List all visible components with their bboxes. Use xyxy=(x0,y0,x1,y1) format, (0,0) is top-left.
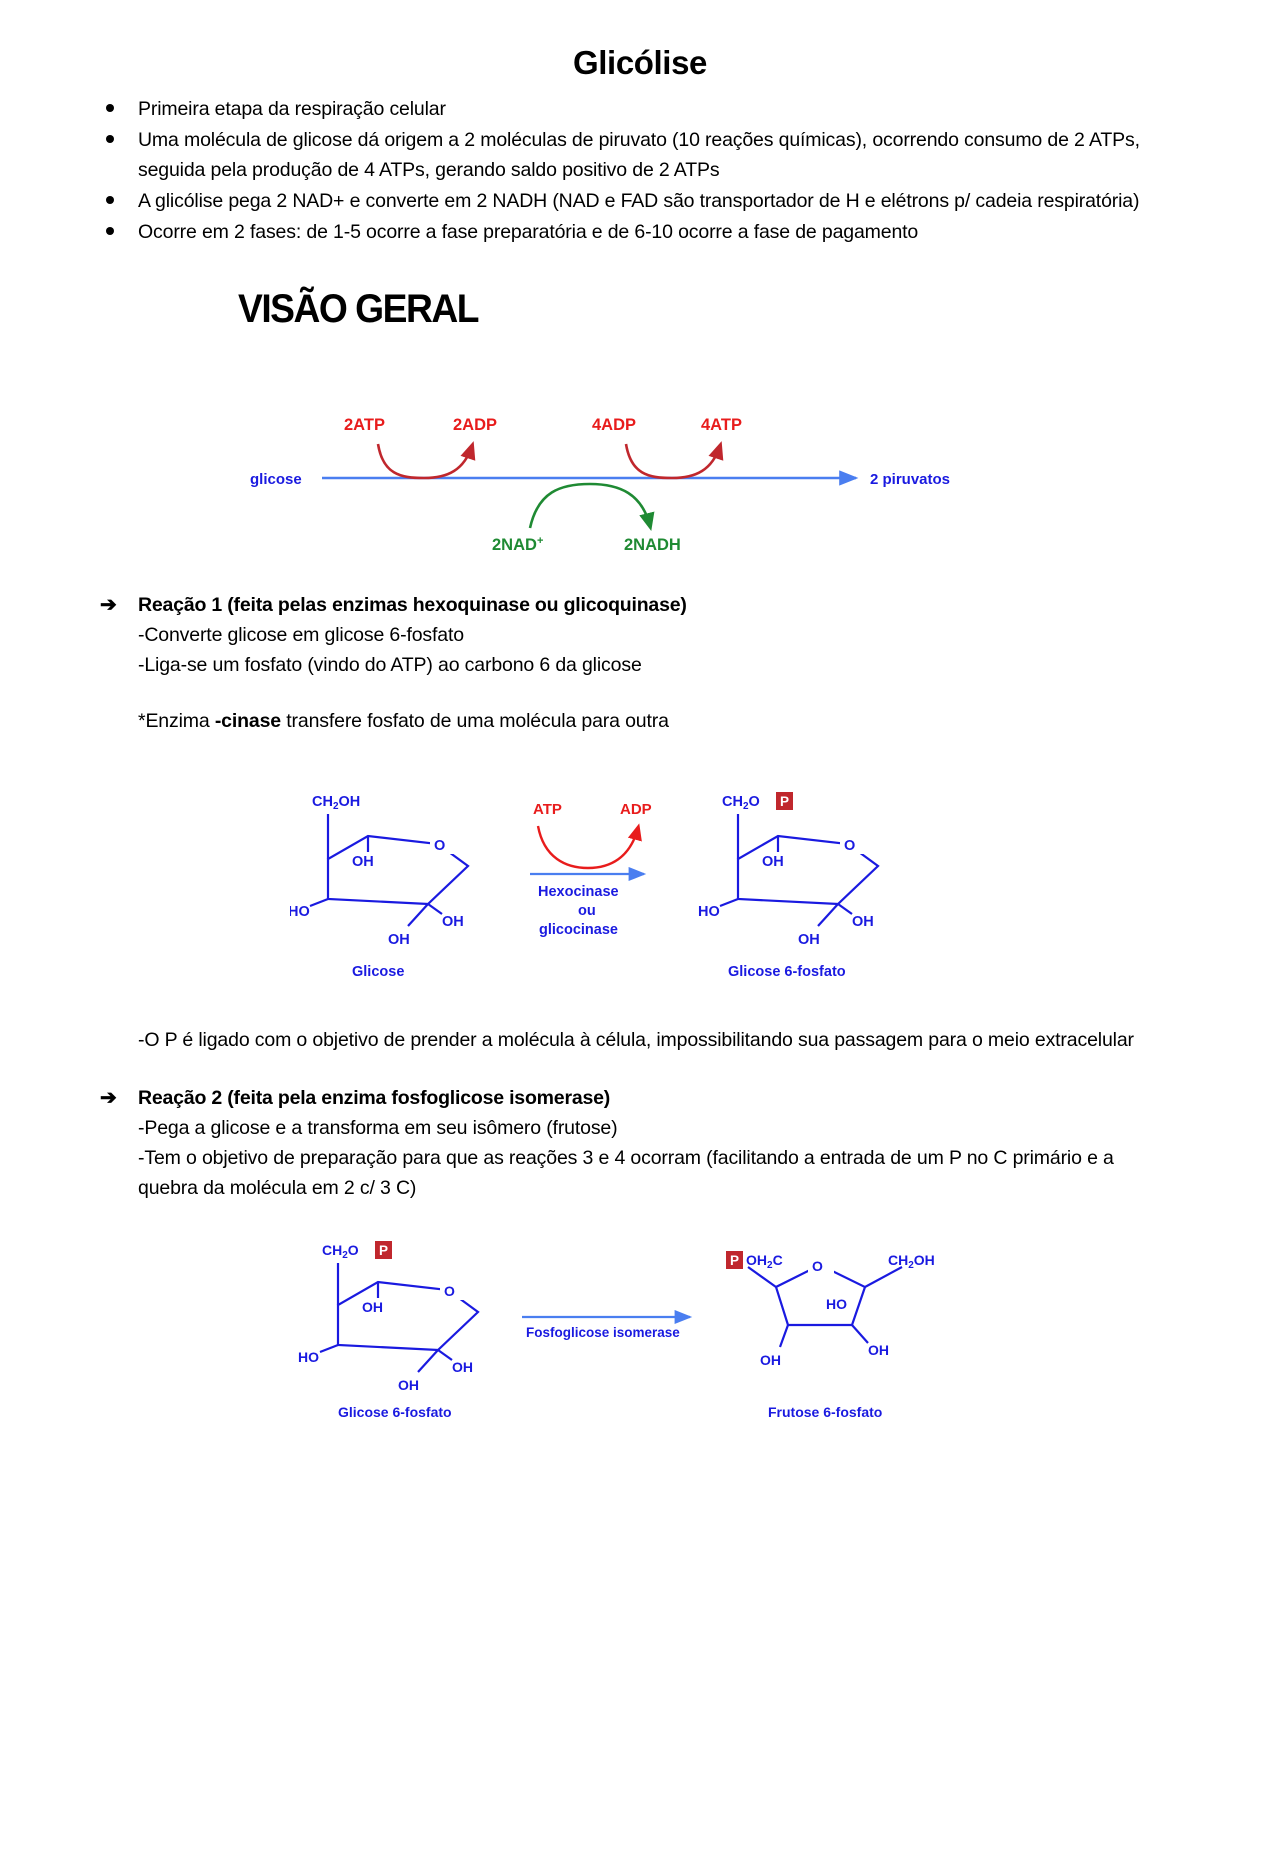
right-oh-upper-label: OH xyxy=(762,854,784,870)
left-ring-o-label: O xyxy=(434,838,445,854)
reaction-1-diagram: CH2OH O OH HO OH OH Glicose ATP ADP Hexo… xyxy=(0,754,1280,999)
list-item: Ocorre em 2 fases: de 1-5 ocorre a fase … xyxy=(98,217,1140,247)
reaction-2-right-molecule-name: Frutose 6-fosfato xyxy=(768,1404,882,1420)
bullet-dot-icon xyxy=(106,135,114,143)
reaction-2-enzyme-label: Fosfoglicose isomerase xyxy=(526,1325,680,1340)
right-c6-label: CH2O xyxy=(722,794,760,812)
overview-diagram-svg: glicose 2 piruvatos 2ATP 2ADP 4ADP 4ATP … xyxy=(250,416,950,554)
right-oh-right-label: OH xyxy=(852,914,874,930)
note-emphasis: -cinase xyxy=(214,710,281,732)
left-oh-bottom-label: OH xyxy=(388,932,410,948)
overview-nadh-out-label: 2NADH xyxy=(624,536,681,554)
r2-left-ring-o-label: O xyxy=(444,1283,455,1299)
reaction-1-right-molecule-name: Glicose 6-fosfato xyxy=(728,964,846,980)
right-phosphate-label: P xyxy=(780,794,789,809)
reaction-2-line: -Tem o objetivo de preparação para que a… xyxy=(138,1147,1114,1199)
left-oh-right-label: OH xyxy=(442,914,464,930)
list-item-text: Ocorre em 2 fases: de 1-5 ocorre a fase … xyxy=(138,221,919,243)
reaction-1-followup: -O P é ligado com o objetivo de prender … xyxy=(0,1025,1280,1055)
r2-right-phosphate-label: P xyxy=(730,1253,739,1268)
reaction-1-followup-text: -O P é ligado com o objetivo de prender … xyxy=(138,1029,1134,1051)
reaction-1-enzyme-line2: ou xyxy=(578,903,596,919)
reaction-1-enzyme-line1: Hexocinase xyxy=(538,884,619,900)
phosphate-badge xyxy=(776,792,793,810)
overview-adp-in-label: 4ADP xyxy=(592,416,636,434)
reaction-1-enzyme-line3: glicocinase xyxy=(539,922,618,938)
overview-adp-out-label: 2ADP xyxy=(453,416,497,434)
list-item: A glicólise pega 2 NAD+ e converte em 2 … xyxy=(98,186,1140,216)
overview-product-label: 2 piruvatos xyxy=(870,471,950,488)
list-item-text: Primeira etapa da respiração celular xyxy=(138,98,446,120)
section-heading-visao-geral: VISÃO GERAL xyxy=(238,287,479,331)
reaction-1-left-molecule-name: Glicose xyxy=(352,964,404,980)
r2-left-oh-upper-label: OH xyxy=(362,1299,383,1315)
r2-right-oh2c-label: OH2C xyxy=(746,1252,783,1271)
reaction-2-left-molecule-name: Glicose 6-fosfato xyxy=(338,1404,452,1420)
reaction-1-line: -Liga-se um fosfato (vindo do ATP) ao ca… xyxy=(138,654,642,676)
reaction-1-heading-text: Reação 1 (feita pelas enzimas hexoquinas… xyxy=(138,594,687,616)
list-item-text: Uma molécula de glicose dá origem a 2 mo… xyxy=(138,129,1140,181)
right-ho-label: HO xyxy=(698,904,720,920)
r2-right-ho-label: HO xyxy=(826,1296,847,1312)
list-item: Uma molécula de glicose dá origem a 2 mo… xyxy=(98,125,1140,185)
overview-nad-in-label: 2NAD+ xyxy=(492,535,543,554)
bullet-dot-icon xyxy=(106,227,114,235)
r2-right-ch2oh-label: CH2OH xyxy=(888,1252,935,1271)
reaction-2-diagram-svg: CH2O P O OH HO OH OH Glicose 6-fosfato F… xyxy=(298,1241,935,1420)
r2-right-oh-right-label: OH xyxy=(868,1342,889,1358)
arrow-right-icon: ➔ xyxy=(100,594,117,616)
reaction-2-line: -Pega a glicose e a transforma em seu is… xyxy=(138,1117,618,1139)
r2-left-oh-right-label: OH xyxy=(452,1359,473,1375)
right-oh-bottom-label: OH xyxy=(798,932,820,948)
r2-left-phosphate-label: P xyxy=(379,1243,388,1258)
note-suffix: transfere fosfato de uma molécula para o… xyxy=(281,710,669,732)
reaction-2-section: ➔ Reação 2 (feita pela enzima fosfoglico… xyxy=(0,1083,1280,1203)
r2-left-ho-label: HO xyxy=(298,1349,319,1365)
r2-right-ring-o-label: O xyxy=(812,1258,823,1274)
reaction-1-heading: ➔ Reação 1 (feita pelas enzimas hexoquin… xyxy=(98,590,1140,620)
reaction-1-line: -Converte glicose em glicose 6-fosfato xyxy=(138,624,464,646)
arrow-right-icon: ➔ xyxy=(100,1087,117,1109)
reaction-1-cofactor-out: ADP xyxy=(620,801,652,818)
reaction-1-diagram-svg: CH2OH O OH HO OH OH Glicose ATP ADP Hexo… xyxy=(290,792,880,980)
r2-left-oh-bottom-label: OH xyxy=(398,1377,419,1393)
overview-atp-in-label: 2ATP xyxy=(344,416,385,434)
phosphate-badge xyxy=(726,1251,743,1269)
left-ho-label: HO xyxy=(290,904,310,920)
intro-bullet-list: Primeira etapa da respiração celular Uma… xyxy=(0,94,1280,247)
document-page: Glicólise Primeira etapa da respiração c… xyxy=(0,44,1280,1852)
overview-substrate-label: glicose xyxy=(250,471,302,488)
reaction-1-cofactor-in: ATP xyxy=(533,801,562,818)
reaction-1-note: *Enzima -cinase transfere fosfato de uma… xyxy=(98,706,1140,736)
bullet-dot-icon xyxy=(106,104,114,112)
left-c6-label: CH2OH xyxy=(312,794,360,812)
overview-atp-out-label: 4ATP xyxy=(701,416,742,434)
glycolysis-overview-diagram: glicose 2 piruvatos 2ATP 2ADP 4ADP 4ATP … xyxy=(0,400,1280,590)
right-ring-o-label: O xyxy=(844,838,855,854)
r2-left-c6-label: CH2O xyxy=(322,1242,359,1261)
page-title: Glicólise xyxy=(573,44,707,81)
list-item-text: A glicólise pega 2 NAD+ e converte em 2 … xyxy=(138,190,1140,212)
reaction-2-heading-text: Reação 2 (feita pela enzima fosfoglicose… xyxy=(138,1087,611,1109)
reaction-2-diagram: CH2O P O OH HO OH OH Glicose 6-fosfato F… xyxy=(0,1225,1280,1425)
left-oh-upper-label: OH xyxy=(352,854,374,870)
reaction-2-heading: ➔ Reação 2 (feita pela enzima fosfoglico… xyxy=(98,1083,1140,1113)
list-item: Primeira etapa da respiração celular xyxy=(98,94,1140,124)
note-prefix: *Enzima xyxy=(138,710,215,732)
r2-right-oh-bottom-label: OH xyxy=(760,1352,781,1368)
bullet-dot-icon xyxy=(106,196,114,204)
phosphate-badge xyxy=(375,1241,392,1259)
reaction-1-section: ➔ Reação 1 (feita pelas enzimas hexoquin… xyxy=(0,590,1280,736)
